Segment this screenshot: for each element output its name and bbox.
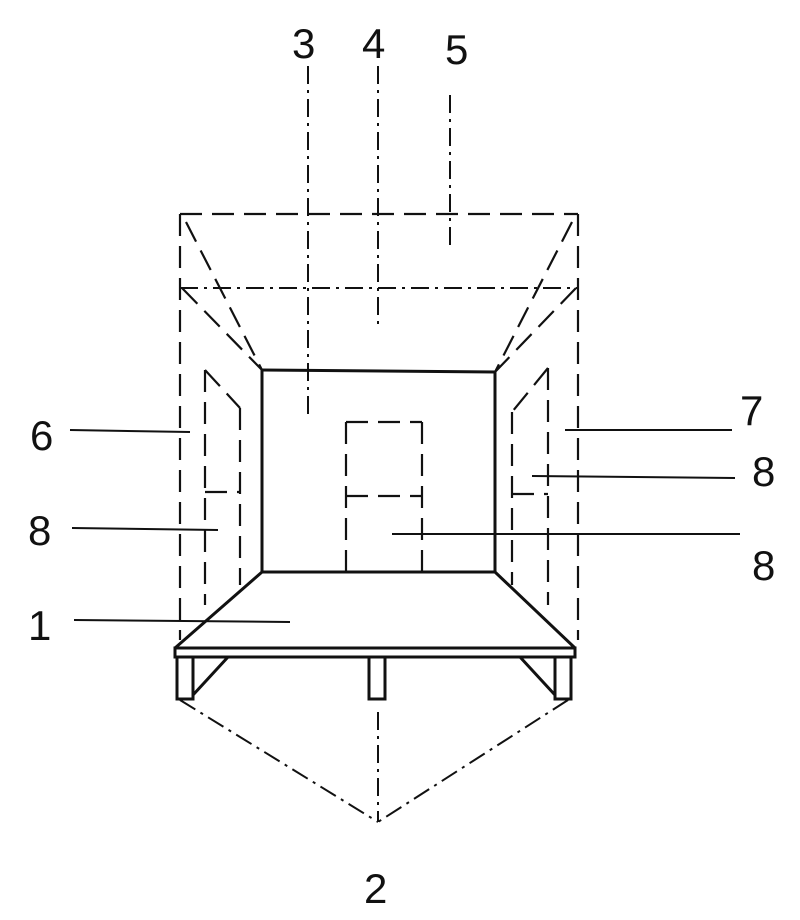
left-side-panel <box>203 369 242 605</box>
label-8-right-panel: 8 <box>752 448 775 495</box>
label-3: 3 <box>292 20 315 67</box>
back-panel-window <box>344 420 424 572</box>
label-5: 5 <box>445 26 468 73</box>
right-side-panel <box>510 367 550 605</box>
projection-lines <box>179 699 569 823</box>
label-7: 7 <box>740 387 763 434</box>
label-1: 1 <box>28 602 51 649</box>
label-2: 2 <box>364 865 387 912</box>
label-4: 4 <box>362 20 385 67</box>
floor-plate <box>173 570 577 659</box>
back-panel <box>260 368 497 574</box>
support-legs <box>175 655 573 701</box>
label-8-left-panel: 8 <box>28 507 51 554</box>
label-6: 6 <box>30 412 53 459</box>
label-8-back-panel: 8 <box>752 542 775 589</box>
leader-lines <box>69 66 740 623</box>
